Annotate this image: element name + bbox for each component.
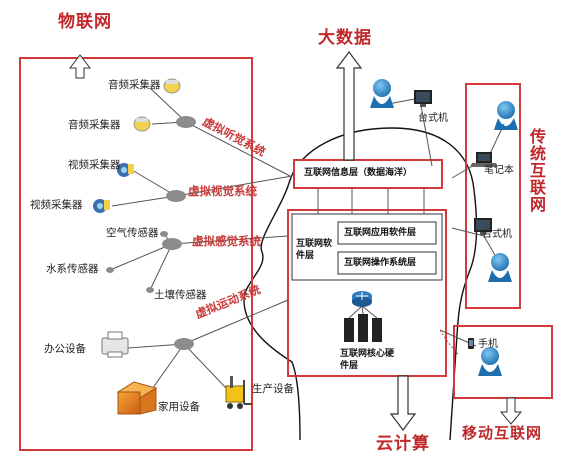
- video-collector-icon: [93, 199, 110, 213]
- traditional-internet-title: 传统互联网: [527, 128, 546, 213]
- arrow-up-iot: [68, 54, 92, 79]
- node-small-soil: [146, 287, 154, 293]
- video-collector-icon: [117, 163, 134, 177]
- printer-icon: [101, 331, 129, 358]
- node-video: [166, 190, 186, 202]
- audio-collector-label: 音频采集器: [68, 119, 121, 131]
- node-equipment: [174, 338, 194, 350]
- os-layer-label: 互联网操作系统层: [344, 258, 417, 268]
- router-icon: [352, 291, 372, 307]
- cloud-title: 云计算: [376, 434, 430, 454]
- info-layer-box: [293, 159, 443, 189]
- forklift-icon: [225, 376, 252, 409]
- user-avatar-icon: [488, 253, 512, 282]
- water-sensor-label: 水系传感器: [46, 263, 99, 275]
- mobile-phone-icon: [468, 338, 474, 349]
- audio-collector-icon: [163, 78, 181, 94]
- laptop-label: 笔记本: [484, 165, 514, 176]
- arrow-down-mobile: [499, 397, 523, 425]
- desktop-label: 台式机: [482, 229, 512, 240]
- app-layer-label: 互联网应用软件层: [344, 228, 417, 238]
- software-hardware-box: [287, 209, 447, 377]
- os-layer-box: [337, 251, 437, 275]
- user-avatar-icon: [478, 347, 502, 376]
- desktop-computer-icon: [474, 218, 492, 235]
- user-avatar-icon: [494, 101, 518, 130]
- production-equipment-label: 生产设备: [252, 383, 294, 395]
- virtual-sensation-label: 虚拟感觉系统: [192, 234, 261, 248]
- hardware-layer-label: 互联网核心硬件层: [340, 349, 395, 371]
- video-collector-label: 视频采集器: [68, 159, 121, 171]
- server-icon: [344, 305, 382, 342]
- air-sensor-label: 空气传感器: [106, 227, 159, 239]
- iot-frame: [19, 57, 253, 451]
- soil-sensor-label: 土壤传感器: [154, 289, 207, 301]
- virtual-vision-label: 虚拟视觉系统: [188, 184, 257, 198]
- laptop-icon: [470, 152, 498, 167]
- audio-collector-icon: [133, 116, 151, 132]
- app-layer-box: [337, 221, 437, 245]
- desktop-label: 台式机: [418, 113, 448, 124]
- user-avatar-icon: [370, 79, 394, 108]
- node-small-air: [160, 231, 168, 237]
- office-equipment-label: 办公设备: [44, 343, 86, 355]
- arrow-down-cloud: [389, 375, 417, 431]
- phone-label: 手机: [478, 339, 498, 350]
- arrow-up-bigdata: [335, 51, 363, 161]
- video-collector-label: 视频采集器: [30, 199, 83, 211]
- node-sensor: [162, 238, 182, 250]
- info-layer-label: 互联网信息层（数据海洋）: [304, 168, 413, 178]
- mobile-internet-title: 移动互联网: [462, 424, 543, 442]
- software-layer-label: 互联网软件层: [296, 239, 333, 261]
- mobile-internet-frame: [453, 325, 553, 399]
- home-equipment-label: 家用设备: [158, 401, 200, 413]
- node-audio: [176, 116, 196, 128]
- home-appliance-icon: [116, 381, 158, 415]
- traditional-internet-frame: [465, 83, 521, 309]
- audio-collector-label: 音频采集器: [108, 79, 161, 91]
- big-data-title: 大数据: [318, 28, 372, 48]
- desktop-computer-icon: [414, 90, 432, 107]
- node-small-water: [106, 267, 114, 273]
- iot-title: 物联网: [58, 12, 112, 32]
